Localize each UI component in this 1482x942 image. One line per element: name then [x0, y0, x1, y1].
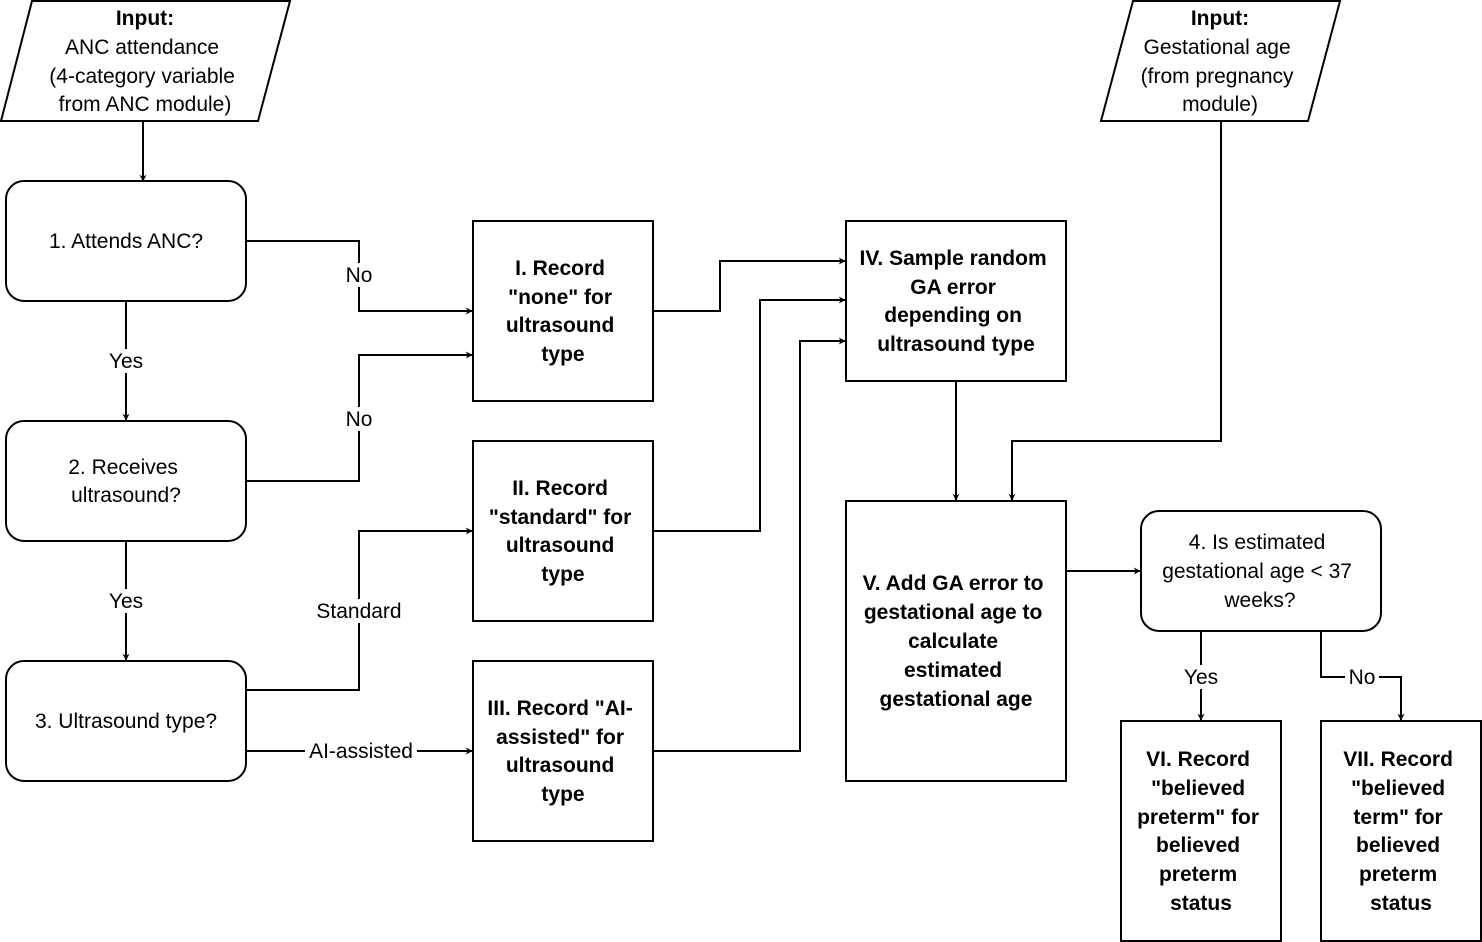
edge-label-q1-no: No — [346, 264, 373, 287]
decision-preterm-check-text: 4. Is estimated gestational age < 37 wee… — [1162, 531, 1358, 612]
decision-ultrasound-type: 3. Ultrasound type? — [5, 660, 247, 782]
decision-receives-ultrasound-text: 2. Receives ultrasound? — [68, 456, 184, 507]
step-record-standard: II. Record "standard" for ultrasound typ… — [472, 440, 654, 622]
decision-attends-anc-text: 1. Attends ANC? — [49, 230, 203, 253]
step-sample-ga-error-text: IV. Sample random GA error depending on … — [860, 247, 1053, 356]
edge-step1-to-step4 — [653, 257, 846, 312]
edge-label-q4-no: No — [1349, 666, 1376, 689]
input-anc-attendance: Input: ANC attendance (4-category variab… — [0, 0, 292, 122]
edge-label-q4-yes: Yes — [1184, 666, 1218, 689]
step-add-ga-error-text: V. Add GA error to gestational age to ca… — [863, 572, 1050, 711]
input-ga-text: Gestational age (from pregnancy module) — [1141, 36, 1300, 116]
edge-input-ga-to-step5 — [1008, 121, 1222, 501]
decision-preterm-check: 4. Is estimated gestational age < 37 wee… — [1140, 510, 1382, 632]
edge-step3-to-step4 — [653, 337, 846, 752]
step-sample-ga-error: IV. Sample random GA error depending on … — [845, 220, 1067, 382]
input-anc-title: Input: — [116, 7, 174, 30]
decision-ultrasound-type-text: 3. Ultrasound type? — [35, 710, 217, 733]
edge-label-q1-yes: Yes — [109, 350, 143, 373]
edge-step2-to-step4 — [653, 296, 846, 532]
edge-label-q3-standard: Standard — [316, 600, 401, 623]
edge-label-q3-ai-assisted: AI-assisted — [309, 740, 413, 763]
input-anc-text: ANC attendance (4-category variable from… — [49, 36, 240, 116]
edge-label-q2-yes: Yes — [109, 590, 143, 613]
step-record-ai-assisted-text: III. Record "AI- assisted" for ultrasoun… — [487, 697, 638, 806]
step-record-none-text: I. Record "none" for ultrasound type — [506, 257, 620, 366]
step-record-none: I. Record "none" for ultrasound type — [472, 220, 654, 402]
step-record-believed-term-text: VII. Record "believed term" for believed… — [1343, 748, 1459, 915]
input-gestational-age: Input: Gestational age (from pregnancy m… — [1099, 0, 1342, 122]
step-record-standard-text: II. Record "standard" for ultrasound typ… — [489, 477, 637, 586]
decision-attends-anc: 1. Attends ANC? — [5, 180, 247, 302]
step-record-believed-preterm-text: VI. Record "believed preterm" for believ… — [1137, 748, 1265, 915]
decision-receives-ultrasound: 2. Receives ultrasound? — [5, 420, 247, 542]
step-record-ai-assisted: III. Record "AI- assisted" for ultrasoun… — [472, 660, 654, 842]
step-add-ga-error: V. Add GA error to gestational age to ca… — [845, 500, 1067, 782]
step-record-believed-term: VII. Record "believed term" for believed… — [1320, 720, 1482, 942]
input-ga-title: Input: — [1191, 7, 1249, 30]
step-record-believed-preterm: VI. Record "believed preterm" for believ… — [1120, 720, 1282, 942]
edge-label-q2-no: No — [346, 408, 373, 431]
